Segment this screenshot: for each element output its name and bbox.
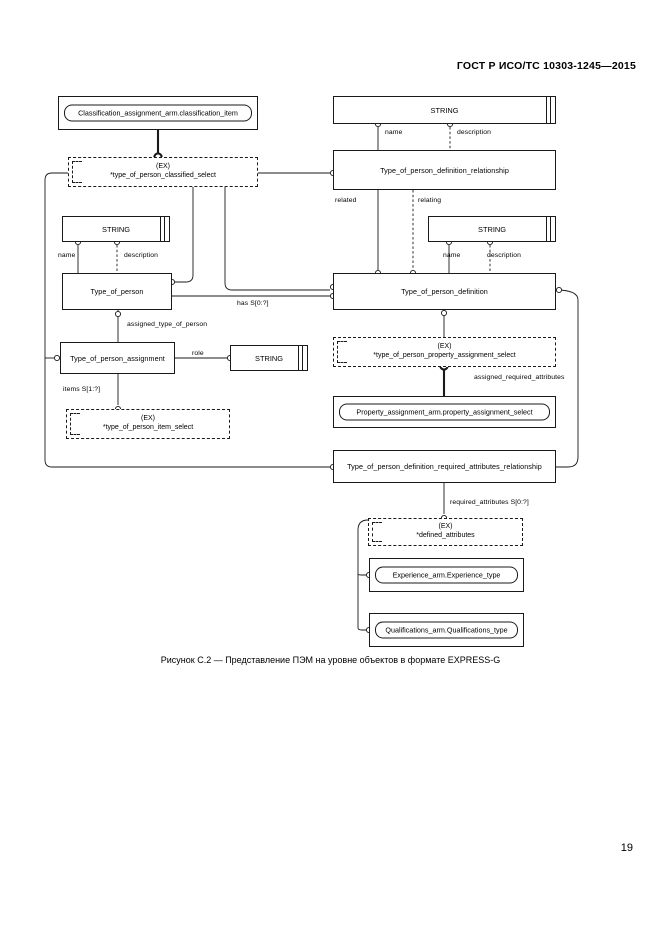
edge-label-description-top: description xyxy=(457,129,491,136)
entity-property-assignment-arm[interactable]: Property_assignment_arm.property_assignm… xyxy=(333,396,556,428)
entity-label: STRING xyxy=(478,224,506,234)
entity-label: Type_of_person_definition_required_attri… xyxy=(347,462,542,471)
edge-label-assigned-type-of-person: assigned_type_of_person xyxy=(127,321,208,328)
select-ex-label: (EX) xyxy=(156,163,170,171)
page-number: 19 xyxy=(620,842,633,854)
entity-label: Type_of_person_assignment xyxy=(70,353,165,363)
figure-caption: Рисунок С.2 — Представление ПЭМ на уровн… xyxy=(160,655,501,665)
entity-label: STRING xyxy=(255,353,283,363)
entity-type-of-person-definition-relationship[interactable]: Type_of_person_definition_relationship xyxy=(333,150,556,190)
select-tab-icon xyxy=(70,413,80,435)
edge-label-required-attributes: required_attributes S[0:?] xyxy=(450,499,529,506)
entity-label: Qualifications_arm.Qualifications_type xyxy=(375,621,518,639)
defined-type-string-right[interactable]: STRING xyxy=(428,216,556,242)
select-defined-attributes[interactable]: (EX) *defined_attributes xyxy=(368,518,523,546)
entity-experience-arm[interactable]: Experience_arm.Experience_type xyxy=(369,558,524,592)
select-ex-label: (EX) xyxy=(141,415,155,423)
entity-label: Type_of_person xyxy=(90,287,144,296)
edge-label-items: items S[1:?] xyxy=(63,386,101,393)
entity-type-of-person-definition[interactable]: Type_of_person_definition xyxy=(333,273,556,310)
entity-classification-assignment-arm[interactable]: Classification_assignment_arm.classifica… xyxy=(58,96,258,130)
entity-qualifications-arm[interactable]: Qualifications_arm.Qualifications_type xyxy=(369,613,524,647)
entity-label: STRING xyxy=(102,224,130,234)
defined-type-string-left[interactable]: STRING xyxy=(62,216,170,242)
entity-type-of-person-assignment[interactable]: Type_of_person_assignment xyxy=(60,342,175,374)
entity-type-of-person[interactable]: Type_of_person xyxy=(62,273,172,310)
edge-label-relating: relating xyxy=(418,197,442,204)
edge-label-description-right: description xyxy=(487,252,521,259)
select-name-label: *defined_attributes xyxy=(416,532,475,539)
edge-label-name-left: name xyxy=(58,252,76,259)
edge-label-name-right: name xyxy=(443,252,461,259)
edge-label-assigned-required-attributes: assigned_required_attributes xyxy=(474,374,565,381)
edge-label-description-left: description xyxy=(124,252,158,259)
defined-type-string-role[interactable]: STRING xyxy=(230,345,308,371)
select-name-label: *type_of_person_item_select xyxy=(102,424,194,431)
entity-label: Type_of_person_definition xyxy=(401,287,488,296)
entity-label: Experience_arm.Experience_type xyxy=(375,566,518,584)
defined-type-string-top[interactable]: STRING xyxy=(333,96,556,124)
select-tab-icon xyxy=(72,161,82,183)
edge-label-related: related xyxy=(335,197,357,204)
select-tab-icon xyxy=(337,341,347,363)
select-ex-label: (EX) xyxy=(437,343,452,351)
edge-label-has: has S[0:?] xyxy=(237,300,269,307)
select-type-of-person-property-assignment-select[interactable]: (EX) *type_of_person_property_assignment… xyxy=(333,337,556,367)
page-header: ГОСТ Р ИСО/ТС 10303-1245—2015 xyxy=(456,60,636,72)
entity-required-attributes-relationship[interactable]: Type_of_person_definition_required_attri… xyxy=(333,450,556,483)
select-name-label: *type_of_person_property_assignment_sele… xyxy=(373,352,516,359)
entity-label: Property_assignment_arm.property_assignm… xyxy=(339,403,550,421)
select-type-of-person-classified-select[interactable]: (EX) *type_of_person_classified_select xyxy=(68,157,258,187)
select-ex-label: (EX) xyxy=(438,523,453,531)
edge-label-name-top: name xyxy=(385,129,403,136)
entity-label: Classification_assignment_arm.classifica… xyxy=(64,104,252,122)
entity-label: STRING xyxy=(430,105,459,115)
select-type-of-person-item-select[interactable]: (EX) *type_of_person_item_select xyxy=(66,409,230,439)
select-name-label: *type_of_person_classified_select xyxy=(110,172,216,179)
edge-label-role: role xyxy=(192,350,204,357)
entity-label: Type_of_person_definition_relationship xyxy=(380,165,509,175)
select-tab-icon xyxy=(372,522,382,542)
